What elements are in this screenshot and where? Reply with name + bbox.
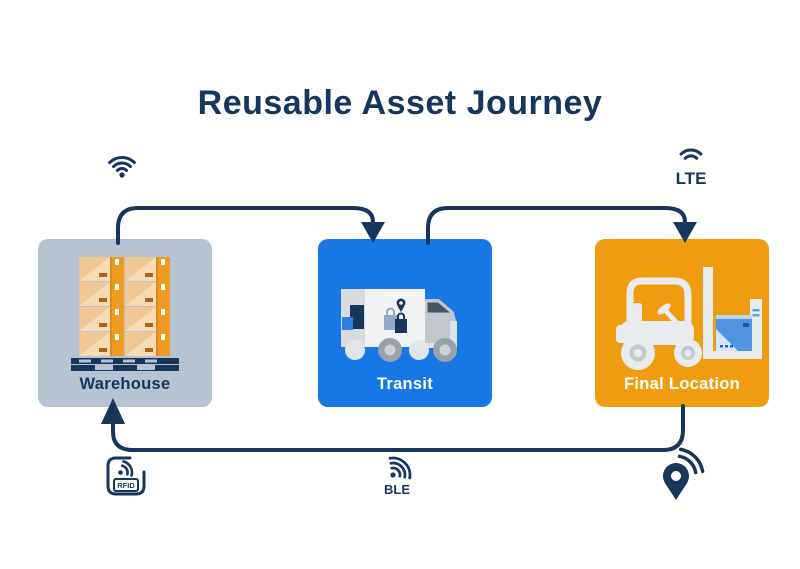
ble-label: BLE bbox=[384, 482, 410, 497]
rfid-label: RFID bbox=[117, 481, 135, 490]
stage-label-warehouse: Warehouse bbox=[79, 375, 171, 393]
stage-card-warehouse: Warehouse bbox=[38, 239, 212, 407]
pallet bbox=[71, 358, 179, 371]
pallet-boxes-illustration bbox=[71, 257, 179, 371]
stage-card-transit: Transit bbox=[318, 239, 492, 407]
crate bbox=[716, 315, 752, 351]
lte-label: LTE bbox=[676, 169, 707, 188]
arrow-final-location-to-warehouse bbox=[101, 398, 685, 452]
location-pin-signal-icon bbox=[663, 447, 705, 500]
arrow-warehouse-to-transit bbox=[116, 206, 385, 245]
stage-card-final-location: Final Location bbox=[595, 239, 769, 407]
arrow-transit-to-final-location bbox=[426, 206, 697, 245]
page-title: Reusable Asset Journey bbox=[197, 84, 603, 122]
delivery-truck-illustration bbox=[341, 289, 457, 362]
wifi-icon bbox=[108, 155, 136, 178]
stage-label-final-location: Final Location bbox=[623, 375, 741, 393]
truck bbox=[341, 289, 457, 362]
box-stack bbox=[79, 257, 170, 356]
forklift bbox=[616, 267, 762, 370]
cellular-signal-icon: LTE bbox=[676, 148, 707, 188]
ble-signal-icon: BLE bbox=[384, 456, 412, 497]
forklift-illustration bbox=[616, 267, 762, 370]
stage-label-transit: Transit bbox=[376, 375, 434, 393]
rfid-tag-icon: RFID bbox=[106, 456, 146, 496]
